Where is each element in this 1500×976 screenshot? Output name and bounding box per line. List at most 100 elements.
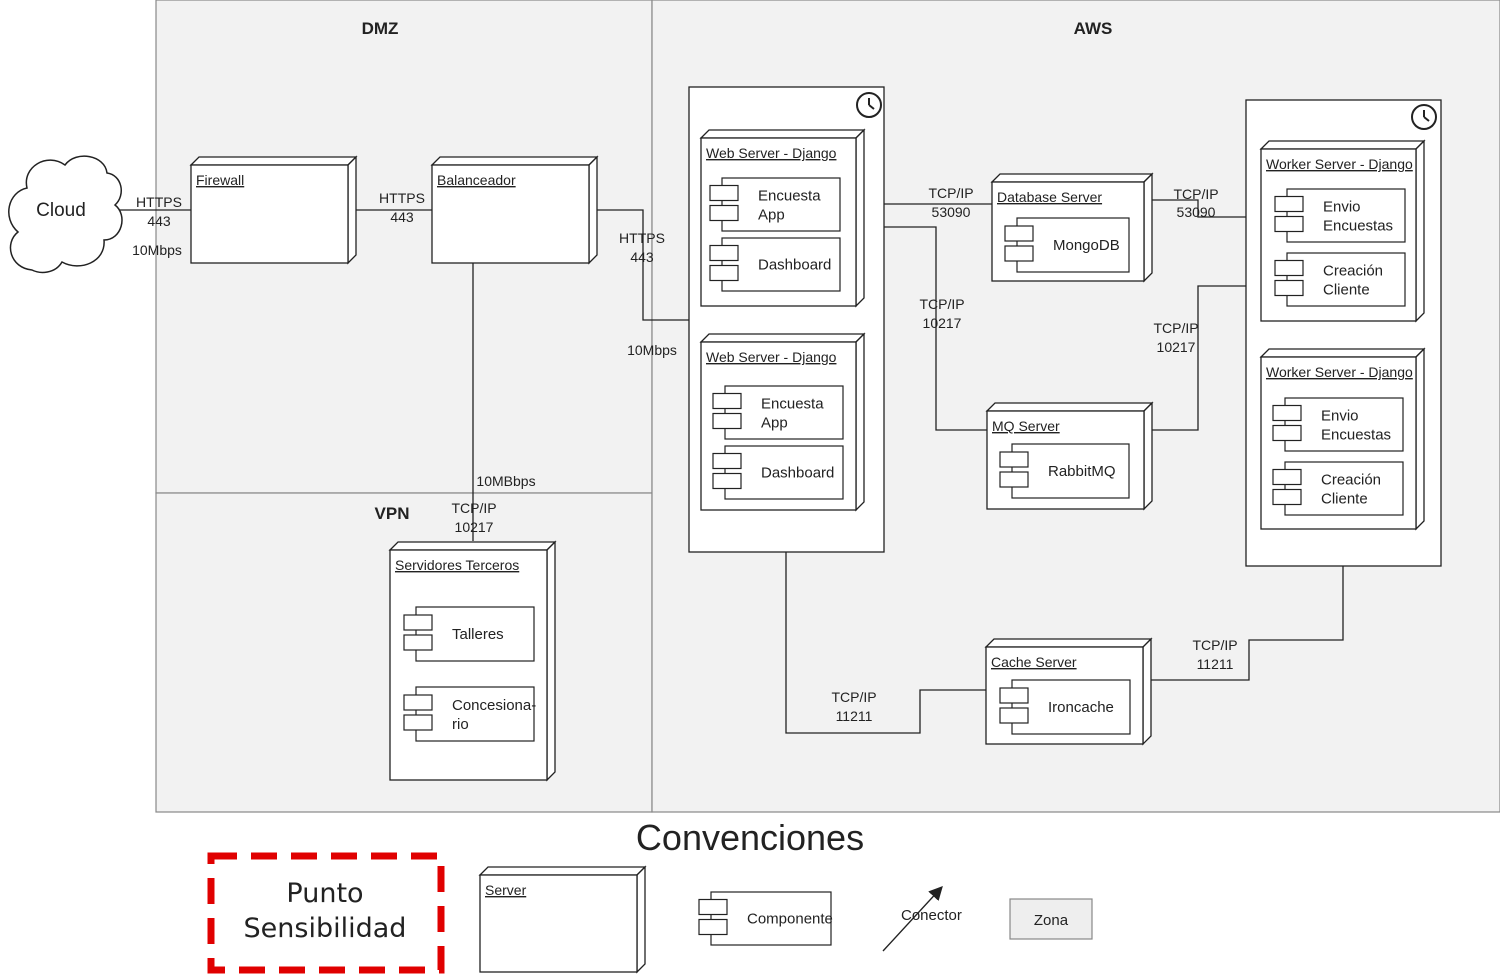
cache-server-node-label: Cache Server	[991, 654, 1077, 670]
punto-sensibilidad-swatch	[207, 852, 445, 974]
component-icon	[1004, 245, 1034, 262]
edge-label-mq-worker-1: TCP/IP	[1153, 320, 1198, 336]
ironcache-component[interactable]: Ironcache	[999, 679, 1131, 735]
web1-dashboard[interactable]: Dashboard	[709, 237, 841, 292]
conector-label: Conector	[901, 907, 962, 924]
vpn-title: VPN	[375, 504, 410, 523]
component-icon	[999, 451, 1029, 468]
punto-label-line1: Punto	[286, 878, 363, 909]
web1-encuesta-app-label-2: App	[758, 207, 785, 224]
edge-label-cloud-bandwidth: 10Mbps	[132, 242, 182, 258]
rabbitmq-component[interactable]: RabbitMQ	[999, 443, 1130, 499]
component-icon	[1274, 215, 1304, 233]
connector-web-mq[interactable]	[877, 226, 987, 431]
connector-mq-worker[interactable]	[1152, 285, 1246, 431]
cloud-icon	[8, 155, 123, 274]
edge-label-cloud-firewall-2: 443	[147, 213, 171, 229]
legend-component-item[interactable]: Componente	[698, 891, 833, 946]
component-icon	[712, 392, 742, 410]
component-icon	[403, 694, 433, 711]
mongodb-component[interactable]: MongoDB	[1004, 217, 1130, 273]
component-icon	[1272, 468, 1302, 486]
legend-server-node[interactable]: Server	[478, 865, 647, 974]
w2-envio-encuestas-label-1: Envio	[1321, 408, 1359, 425]
connector-balanceador-web[interactable]	[597, 209, 689, 321]
component-icon	[698, 918, 728, 936]
ironcache-component-label: Ironcache	[1048, 699, 1114, 716]
web2-dashboard[interactable]: Dashboard	[712, 445, 844, 500]
dmz-title: DMZ	[362, 19, 399, 38]
edge-label-fw-bal-2: 443	[390, 209, 414, 225]
component-icon	[1004, 225, 1034, 242]
component-icon	[712, 472, 742, 490]
edge-label-fw-bal-1: HTTPS	[379, 190, 425, 206]
connectors	[106, 199, 1344, 734]
servidores-terceros-node[interactable]: Servidores Terceros	[388, 540, 557, 782]
worker-server-2-node-label: Worker Server - Django	[1266, 364, 1413, 380]
clock-icon	[856, 92, 882, 118]
web2-dashboard-label: Dashboard	[761, 465, 834, 482]
component-icon	[1272, 488, 1302, 506]
component-icon	[403, 614, 433, 631]
component-icon	[1274, 279, 1304, 297]
component-icon	[698, 898, 728, 916]
concesionario-component-label-1: Concesiona-	[452, 697, 536, 714]
aws-title: AWS	[1074, 19, 1113, 38]
w1-creacion-cliente-label-1: Creación	[1323, 263, 1383, 280]
w1-envio-encuestas-label-2: Encuestas	[1323, 218, 1393, 235]
edge-label-bal-web-1: HTTPS	[619, 230, 665, 246]
talleres-component[interactable]: Talleres	[403, 606, 535, 662]
connector-cache-worker[interactable]	[1151, 566, 1344, 681]
w1-creacion-cliente-label-2: Cliente	[1323, 282, 1370, 299]
legend-component-item-label: Componente	[747, 911, 833, 928]
edge-label-bal-web-bandwidth: 10Mbps	[627, 342, 677, 358]
edge-label-bal-vpn-2: 10217	[455, 519, 494, 535]
edge-label-web-db-1: TCP/IP	[928, 185, 973, 201]
component-icon	[709, 184, 739, 202]
component-icon	[1272, 404, 1302, 422]
edge-label-bal-vpn-bandwidth: 10MBbps	[476, 473, 535, 489]
web-server-1-node-label: Web Server - Django	[706, 145, 837, 161]
edge-label-web-cache-2: 11211	[836, 708, 873, 724]
mq-server-node-label: MQ Server	[992, 418, 1060, 434]
firewall-node[interactable]: Firewall	[189, 155, 358, 265]
edge-label-web-mq-1: TCP/IP	[919, 296, 964, 312]
talleres-component-label: Talleres	[452, 626, 504, 643]
component-icon	[712, 412, 742, 430]
component-icon	[999, 471, 1029, 488]
zona-label: Zona	[1034, 912, 1069, 929]
component-icon	[1274, 259, 1304, 277]
conector-arrow	[882, 885, 943, 952]
edge-label-web-mq-2: 10217	[923, 315, 962, 331]
component-icon	[403, 714, 433, 731]
balanceador-node[interactable]: Balanceador	[430, 155, 599, 265]
cloud-node[interactable]: Cloud	[8, 155, 123, 274]
component-icon	[712, 452, 742, 470]
web-server-2-node-label: Web Server - Django	[706, 349, 837, 365]
edge-label-db-worker-1: TCP/IP	[1173, 186, 1218, 202]
concesionario-component[interactable]: Concesiona-rio	[403, 686, 536, 742]
edge-label-cache-worker-2: 11211	[1197, 656, 1234, 672]
legend-title: Convenciones	[636, 817, 864, 858]
zona-swatch	[1009, 898, 1093, 940]
connector-web-cache[interactable]	[785, 552, 986, 734]
worker-server-1-node-label: Worker Server - Django	[1266, 156, 1413, 172]
database-server-node-label: Database Server	[997, 189, 1102, 205]
w2-envio-encuestas-label-2: Encuestas	[1321, 427, 1391, 444]
edge-label-bal-web-2: 443	[630, 249, 654, 265]
connector-database-worker[interactable]	[1152, 199, 1246, 218]
edge-label-cache-worker-1: TCP/IP	[1192, 637, 1237, 653]
legend-server-node-label: Server	[485, 882, 527, 898]
component-icon	[1272, 424, 1302, 442]
servidores-terceros-node-label: Servidores Terceros	[395, 557, 519, 573]
balanceador-node-label: Balanceador	[437, 172, 516, 188]
w2-creacion-cliente-label-2: Cliente	[1321, 491, 1368, 508]
punto-label-line2: Sensibilidad	[244, 913, 407, 944]
